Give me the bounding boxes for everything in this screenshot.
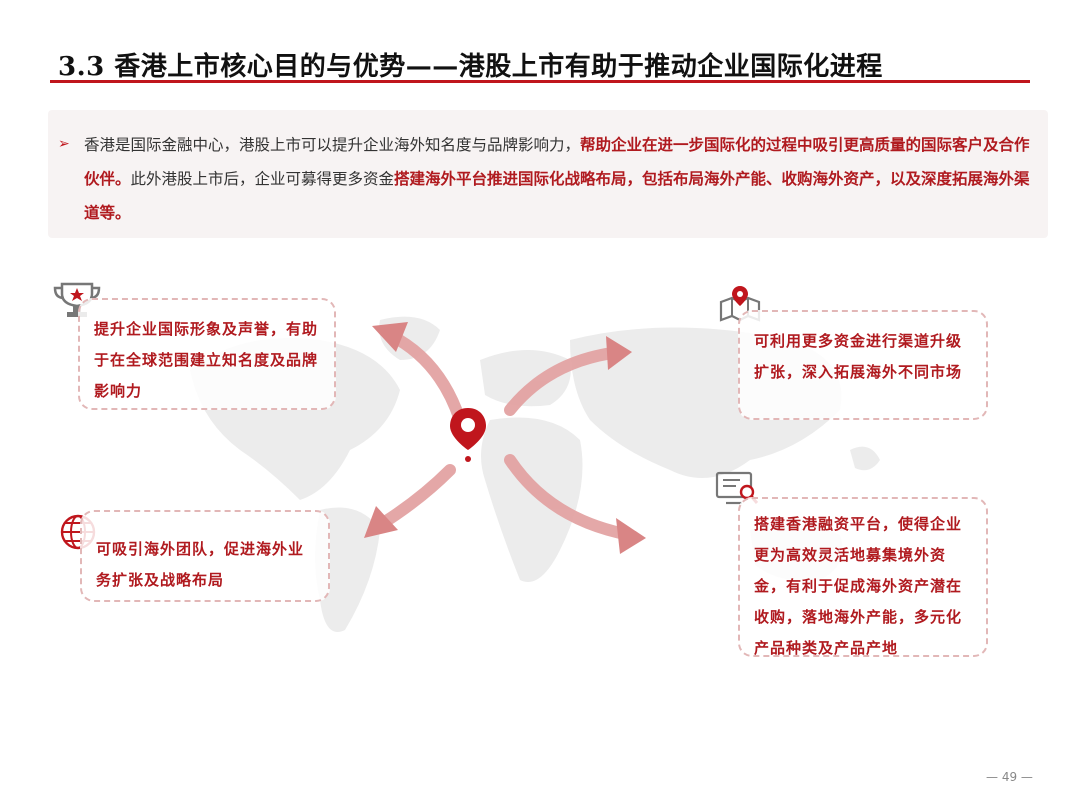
intro-text: 香港是国际金融中心，港股上市可以提升企业海外知名度与品牌影响力，帮助企业在进一步… [84, 128, 1034, 230]
trophy-icon [53, 282, 101, 317]
location-pin-icon [450, 408, 486, 462]
page-title: 3.3 香港上市核心目的与优势——港股上市有助于推动企业国际化进程 [58, 52, 883, 82]
intro-box: ➢ 香港是国际金融中心，港股上市可以提升企业海外知名度与品牌影响力，帮助企业在进… [48, 110, 1048, 238]
intro-part1: 香港是国际金融中心，港股上市可以提升企业海外知名度与品牌影响力， [84, 136, 581, 154]
card-channel-expansion: 可利用更多资金进行渠道升级扩张，深入拓展海外不同市场 [738, 310, 988, 420]
card-brand-reputation: 提升企业国际形象及声誉，有助于在全球范围建立知名度及品牌影响力 [78, 298, 336, 410]
intro-highlight-2: 搭建海外平台推进国际化战略布局，包括布局海外产能、收购海外资产，以及深度拓展海外… [84, 169, 1030, 222]
intro-highlight-1: 帮助企业在进一步国际化的过程中吸引更高质量的国际客户及合作伙伴。 [84, 135, 1030, 188]
card-overseas-team: 可吸引海外团队，促进海外业务扩张及战略布局 [80, 510, 330, 602]
page-number: — 49 — [986, 770, 1033, 784]
card-financing-platform: 搭建香港融资平台，使得企业更为高效灵活地募集境外资金，有利于促成海外资产潜在收购… [738, 497, 988, 657]
title-underline [50, 80, 1030, 83]
bullet-arrow-icon: ➢ [58, 136, 70, 152]
intro-part3: 此外港股上市后，企业可募得更多资金 [130, 170, 395, 188]
